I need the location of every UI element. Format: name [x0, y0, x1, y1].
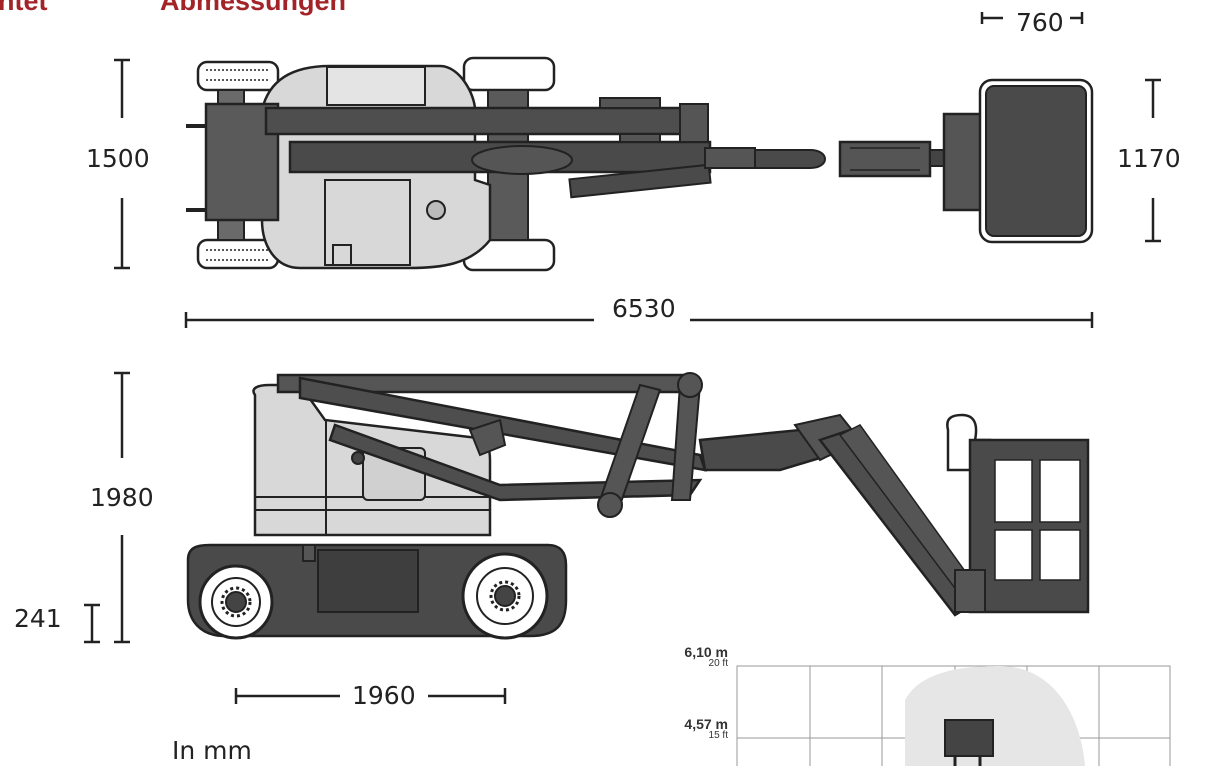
- dim-wheelbase: 1960: [352, 681, 416, 710]
- dim-overall-length: 6530: [612, 294, 676, 323]
- section-header-fragment: ntet: [0, 0, 48, 16]
- wheel-top-left: [196, 60, 280, 92]
- dim-top-width: 1500: [86, 144, 150, 173]
- range-chart: [736, 665, 1171, 766]
- range-scale-label-2: 4,57 m 15 ft: [684, 716, 728, 741]
- front-wheel: [461, 552, 549, 640]
- filler-cap-icon: [426, 200, 446, 220]
- rear-wheel: [198, 564, 274, 640]
- section-header-dimensions: Abmessungen: [160, 0, 347, 16]
- dimension-lines: [84, 12, 1161, 704]
- upper-boom: [264, 106, 708, 136]
- top-view: [186, 56, 1094, 272]
- dim-ground-clearance: 241: [14, 604, 62, 633]
- dim-platform-depth: 760: [1016, 8, 1064, 37]
- range-platform-icon: [944, 719, 994, 757]
- side-view: [186, 372, 1090, 640]
- wheel-top-right: [462, 56, 556, 92]
- jib: [838, 140, 932, 178]
- dim-platform-width: 1170: [1117, 144, 1181, 173]
- range-scale-label-1: 6,10 m 20 ft: [684, 644, 728, 669]
- dim-stowed-height: 1980: [90, 483, 154, 512]
- units-note: In mm: [172, 736, 252, 765]
